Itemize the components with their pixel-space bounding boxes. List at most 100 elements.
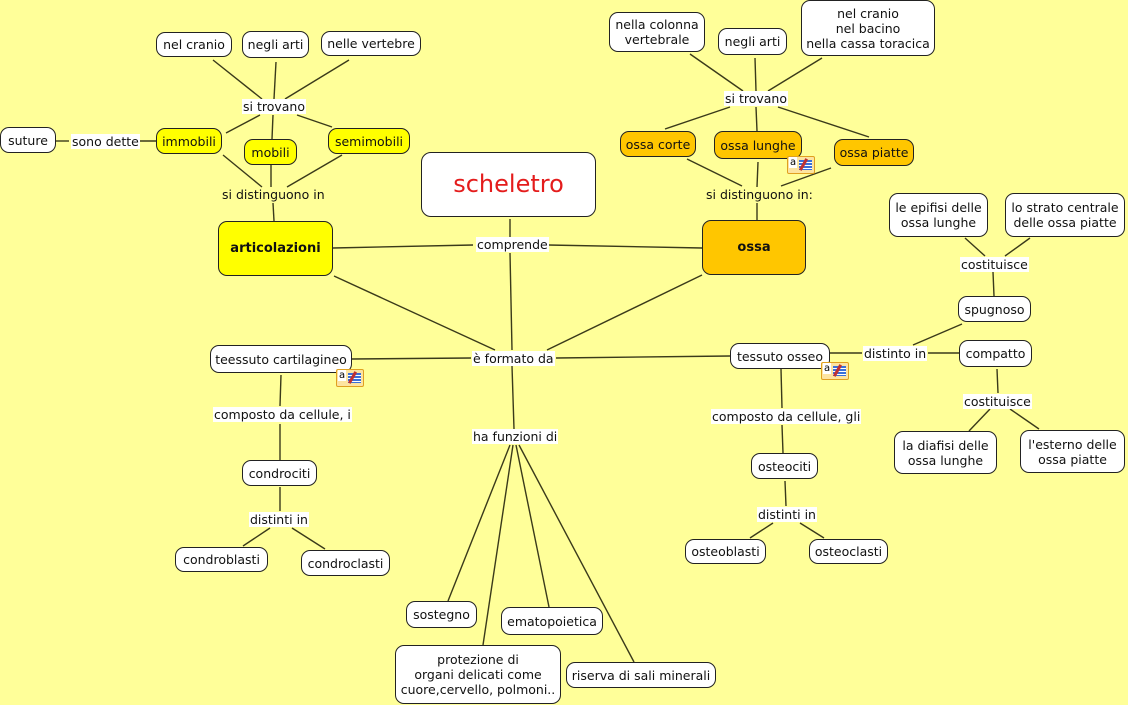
concept-tessuto-cartilagineo[interactable]: teessuto cartilagineo: [210, 345, 352, 373]
root-concept-scheletro[interactable]: scheletro: [421, 152, 596, 217]
concept-ossa-piatte[interactable]: ossa piatte: [834, 139, 914, 166]
connector: [996, 368, 999, 394]
connector: [518, 444, 635, 663]
connector: [749, 522, 774, 539]
connector: [912, 323, 963, 346]
connector: [664, 106, 731, 130]
link-si-trovano-left: si trovano: [242, 99, 306, 114]
connector: [284, 59, 350, 100]
link-distinti-in-left: distinti in: [249, 512, 309, 527]
connector: [515, 444, 550, 608]
concept-tessuto-osseo[interactable]: tessuto osseo: [730, 343, 830, 369]
connector: [272, 202, 275, 222]
concept-cranio-bacino-cassa-toracica[interactable]: nel cranio nel bacino nella cassa toraci…: [801, 0, 935, 56]
connector: [332, 244, 474, 249]
concept-suture[interactable]: suture: [0, 127, 56, 153]
connector: [754, 57, 757, 92]
connector: [351, 357, 472, 360]
concept-diafisi-ossa-lunghe[interactable]: la diafisi delle ossa lunghe: [894, 431, 997, 474]
connector: [755, 106, 758, 132]
concept-strato-centrale-ossa-piatte[interactable]: lo strato centrale delle ossa piatte: [1005, 193, 1125, 237]
concept-nelle-vertebre[interactable]: nelle vertebre: [321, 31, 421, 56]
connector: [447, 444, 511, 602]
connector: [511, 365, 515, 430]
connector: [799, 522, 825, 539]
connector: [780, 368, 783, 409]
connector: [964, 237, 986, 257]
connector: [273, 61, 277, 100]
link-e-formato-da: è formato da: [472, 351, 555, 366]
connector: [992, 271, 995, 297]
connector: [767, 57, 823, 92]
connector: [780, 167, 832, 187]
link-comprende: comprende: [476, 237, 549, 252]
concept-ossa-corte[interactable]: ossa corte: [620, 131, 696, 157]
link-distinti-in-right: distinti in: [757, 507, 817, 522]
connector: [225, 114, 261, 134]
connector: [242, 527, 271, 547]
concept-condroclasti[interactable]: condroclasti: [301, 550, 390, 576]
note-pad-icon: [799, 160, 812, 170]
connector: [1009, 408, 1040, 430]
annotation-note-icon[interactable]: a: [821, 362, 849, 380]
connector: [968, 408, 991, 432]
link-sono-dette: sono dette: [71, 134, 140, 149]
concept-ossa-lunghe[interactable]: ossa lunghe: [714, 131, 802, 159]
link-si-distinguono-left: si distinguono in: [222, 187, 325, 202]
concept-epifisi-ossa-lunghe[interactable]: le epifisi delle ossa lunghe: [889, 193, 988, 237]
note-letter-icon: a: [823, 363, 832, 374]
concept-condroblasti[interactable]: condroblasti: [175, 547, 268, 572]
concept-mobili[interactable]: mobili: [244, 139, 297, 165]
note-letter-icon: a: [338, 370, 347, 381]
concept-negli-arti-right[interactable]: negli arti: [718, 28, 787, 55]
link-si-distinguono-right: si distinguono in:: [706, 187, 813, 202]
link-si-trovano-right: si trovano: [724, 91, 788, 106]
connector: [781, 424, 784, 454]
note-pad-icon: [348, 373, 361, 383]
concept-osteoblasti[interactable]: osteoblasti: [685, 539, 766, 564]
connector: [1004, 237, 1031, 257]
concept-negli-arti-left[interactable]: negli arti: [242, 31, 309, 58]
concept-compatto[interactable]: compatto: [959, 340, 1032, 367]
connector: [271, 114, 274, 140]
concept-osteoclasti[interactable]: osteoclasti: [809, 539, 888, 564]
concept-ematopoietica[interactable]: ematopoietica: [501, 607, 603, 635]
link-costituisce-spugnoso: costituisce: [960, 257, 1029, 272]
annotation-note-icon[interactable]: a: [336, 369, 364, 387]
connector: [291, 527, 326, 550]
concept-spugnoso[interactable]: spugnoso: [958, 296, 1031, 322]
concept-protezione-organi[interactable]: protezione di organi delicati come cuore…: [395, 645, 561, 704]
concept-nel-cranio-left[interactable]: nel cranio: [156, 32, 232, 57]
connector: [756, 161, 759, 188]
concept-semimobili[interactable]: semimobili: [328, 128, 410, 154]
connector: [509, 252, 513, 351]
concept-nella-colonna-vertebrale[interactable]: nella colonna vertebrale: [609, 12, 705, 52]
connector: [686, 158, 743, 187]
connector: [482, 444, 514, 646]
connector: [296, 114, 333, 128]
concept-condrociti[interactable]: condrociti: [242, 460, 317, 486]
concept-esterno-ossa-piatte[interactable]: l'esterno delle ossa piatte: [1020, 430, 1125, 473]
link-composto-da-cellule-i: composto da cellule, i: [213, 407, 352, 422]
link-distinto-in: distinto in: [863, 346, 928, 361]
connector: [555, 355, 731, 359]
concept-articolazioni[interactable]: articolazioni: [218, 221, 333, 276]
link-ha-funzioni-di: ha funzioni di: [472, 429, 559, 444]
concept-immobili[interactable]: immobili: [156, 128, 222, 154]
concept-ossa[interactable]: ossa: [702, 220, 806, 275]
connector: [689, 53, 744, 92]
note-letter-icon: a: [789, 157, 798, 168]
connector: [286, 154, 343, 188]
connector: [279, 374, 282, 407]
connector: [546, 274, 703, 351]
link-composto-da-cellule-gli: composto da cellule, gli: [711, 409, 862, 424]
annotation-note-icon[interactable]: a: [787, 156, 815, 174]
connector: [547, 244, 703, 249]
link-costituisce-compatto: costituisce: [963, 394, 1032, 409]
concept-sostegno[interactable]: sostegno: [406, 601, 477, 628]
connector: [222, 154, 263, 188]
concept-osteociti[interactable]: osteociti: [751, 453, 818, 479]
concept-riserva-sali-minerali[interactable]: riserva di sali minerali: [566, 662, 716, 688]
connector: [212, 59, 263, 100]
